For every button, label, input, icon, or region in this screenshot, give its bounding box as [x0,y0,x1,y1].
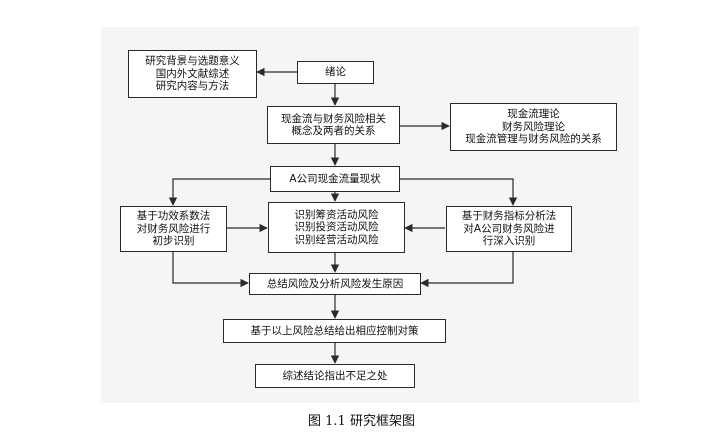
node-text: 总结风险及分析风险发生原因 [266,277,404,290]
node-text: 对A公司财务风险进 [463,222,555,235]
arrow-status-to-efficacy [168,178,270,206]
arrow-status-to-indicators [400,178,518,206]
node-status: A公司现金流量现状 [270,166,400,192]
node-text: 综述结论指出不足之处 [282,369,388,382]
node-text: 行深入识别 [482,235,536,248]
node-text: 基于功效系数法 [136,210,211,223]
node-text: 基于以上风险总结给出相应控制对策 [250,324,419,337]
node-text: 研究背景与选题意义 [145,55,240,68]
node-theories: 现金流理论 财务风险理论 现金流管理与财务风险的关系 [450,103,617,151]
node-text: A公司现金流量现状 [289,172,381,185]
node-text: 识别经营活动风险 [294,233,379,246]
node-efficacy: 基于功效系数法 对财务风险进行 初步识别 [120,206,227,252]
node-text: 基于财务指标分析法 [461,210,557,223]
node-final: 综述结论指出不足之处 [255,364,415,388]
node-text: 现金流理论 [507,108,560,121]
arrow-indicators-to-summary [420,252,514,288]
node-text: 国内外文献综述 [155,67,230,80]
node-summary: 总结风险及分析风险发生原因 [249,273,421,295]
node-indicators: 基于财务指标分析法 对A公司财务风险进 行深入识别 [446,206,572,252]
node-text: 现金流与财务风险相关 [281,112,386,125]
node-text: 概念及两者的关系 [291,125,376,137]
node-text: 识别投资活动风险 [294,221,379,234]
node-text: 现金流管理与财务风险的关系 [465,133,602,146]
node-text: 绪论 [325,66,346,79]
node-identify: 识别筹资活动风险 识别投资活动风险 识别经营活动风险 [268,202,405,253]
node-text: 识别筹资活动风险 [294,208,379,221]
node-text: 研究内容与方法 [155,80,230,93]
node-intro-topics: 研究背景与选题意义 国内外文献综述 研究内容与方法 [128,50,257,98]
node-text: 初步识别 [152,235,195,248]
node-introduction: 绪论 [297,61,374,84]
node-countermeasures: 基于以上风险总结给出相应控制对策 [223,319,446,343]
node-text: 对财务风险进行 [136,222,211,235]
figure-caption: 图 1.1 研究框架图 [308,414,415,429]
arrow-efficacy-to-summary [172,252,249,288]
node-text: 财务风险理论 [502,120,565,133]
node-concepts: 现金流与财务风险相关 概念及两者的关系 [267,106,400,144]
